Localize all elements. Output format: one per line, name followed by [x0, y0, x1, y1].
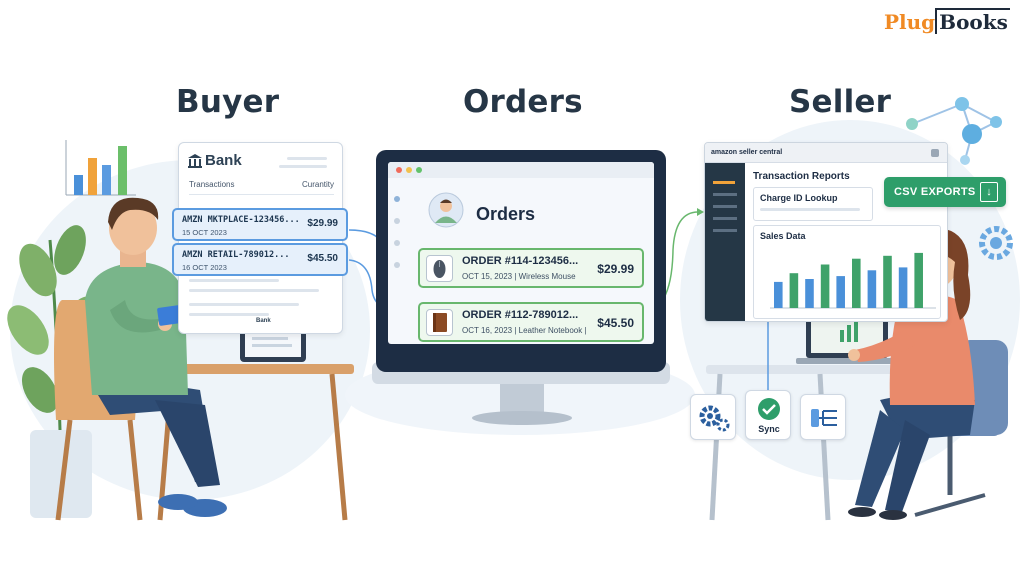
gears-icon: [699, 405, 730, 432]
bank-title: Bank: [205, 152, 242, 169]
order-amount: $29.99: [597, 262, 634, 276]
txn-amount: $29.99: [307, 218, 338, 229]
gear-icon: [979, 226, 1013, 260]
order-meta: OCT 15, 2023 | Wireless Mouse: [462, 272, 576, 281]
order-amount: $45.50: [597, 316, 634, 330]
txn-amount: $45.50: [307, 253, 338, 264]
sync-label: Sync: [758, 424, 780, 434]
check-circle-icon: [758, 398, 780, 420]
buyer-mini-chart: [65, 140, 136, 196]
sales-bar-chart: [770, 252, 936, 309]
logo-part-plug: Plug: [884, 10, 936, 34]
buyer-desk: [150, 364, 354, 374]
buyer-heading: Buyer: [176, 84, 280, 120]
txn-ref: AMZN MKTPLACE-123456...: [182, 215, 300, 225]
sync-tile[interactable]: Sync: [745, 390, 791, 440]
col-transactions: Transactions: [189, 180, 235, 189]
notebook-icon: [426, 309, 453, 336]
sales-bar: [914, 252, 923, 308]
data-flow-tile[interactable]: [800, 394, 846, 440]
sales-bar: [789, 273, 799, 308]
txn-date: 16 OCT 2023: [182, 263, 227, 272]
txn-date: 15 OCT 2023: [182, 228, 227, 237]
seller-central-brand: amazon seller central: [711, 149, 783, 156]
bank-table-header: Transactions Curantity: [189, 180, 334, 195]
order-meta: OCT 16, 2023 | Leather Notebook |: [462, 326, 587, 335]
sales-bar: [867, 270, 877, 308]
order-row[interactable]: ORDER #114-123456... OCT 15, 2023 | Wire…: [418, 248, 644, 288]
sales-bar: [898, 267, 908, 308]
sales-bar: [883, 255, 892, 308]
csv-exports-button[interactable]: CSV EXPORTS ↓: [884, 177, 1006, 207]
order-id: ORDER #114-123456...: [462, 255, 579, 267]
order-row[interactable]: ORDER #112-789012... OCT 16, 2023 | Leat…: [418, 302, 644, 342]
window-titlebar: [388, 162, 654, 178]
bank-icon: [188, 154, 202, 168]
orders-monitor: Orders ORDER #114-123456... OCT 15, 2023…: [376, 150, 666, 372]
sales-data-label: Sales Data: [760, 231, 806, 241]
plant: [7, 225, 99, 518]
order-id: ORDER #112-789012...: [462, 309, 579, 321]
orders-screen-title: Orders: [476, 204, 536, 224]
seller-sidebar: [705, 163, 745, 321]
col-quantity: Curantity: [301, 180, 334, 189]
sales-bar: [836, 276, 845, 308]
data-flow-icon: [811, 409, 837, 427]
sales-data-panel: Sales Data: [753, 225, 941, 319]
mouse-icon: [426, 255, 453, 282]
user-avatar-icon: [428, 192, 464, 228]
orders-heading: Orders: [463, 84, 583, 120]
charge-id-lookup-panel[interactable]: Charge ID Lookup: [753, 187, 873, 221]
seller-central-titlebar: amazon seller central: [705, 143, 947, 163]
charge-id-lookup-label: Charge ID Lookup: [760, 193, 838, 203]
download-icon: ↓: [980, 182, 998, 202]
bank-transaction-row[interactable]: AMZN MKTPLACE-123456... 15 OCT 2023 $29.…: [172, 208, 348, 241]
tablet-label: Bank: [256, 318, 271, 324]
sales-bar: [805, 279, 814, 308]
network-graph-decoration: [906, 97, 1002, 165]
logo-part-books: Books: [935, 8, 1010, 34]
orders-screen: Orders ORDER #114-123456... OCT 15, 2023…: [388, 162, 654, 344]
transaction-reports-title: Transaction Reports: [753, 171, 850, 182]
seller-heading: Seller: [789, 84, 892, 120]
csv-exports-label: CSV EXPORTS: [894, 186, 976, 198]
settings-tile[interactable]: [690, 394, 736, 440]
seller-central-window: amazon seller central Transaction Report…: [704, 142, 948, 322]
sales-bar: [774, 281, 783, 308]
bank-transaction-row[interactable]: AMZN RETAIL-789012... 16 OCT 2023 $45.50: [172, 243, 348, 276]
sales-bar: [852, 258, 861, 308]
sales-bar: [820, 264, 830, 308]
txn-ref: AMZN RETAIL-789012...: [182, 250, 290, 260]
